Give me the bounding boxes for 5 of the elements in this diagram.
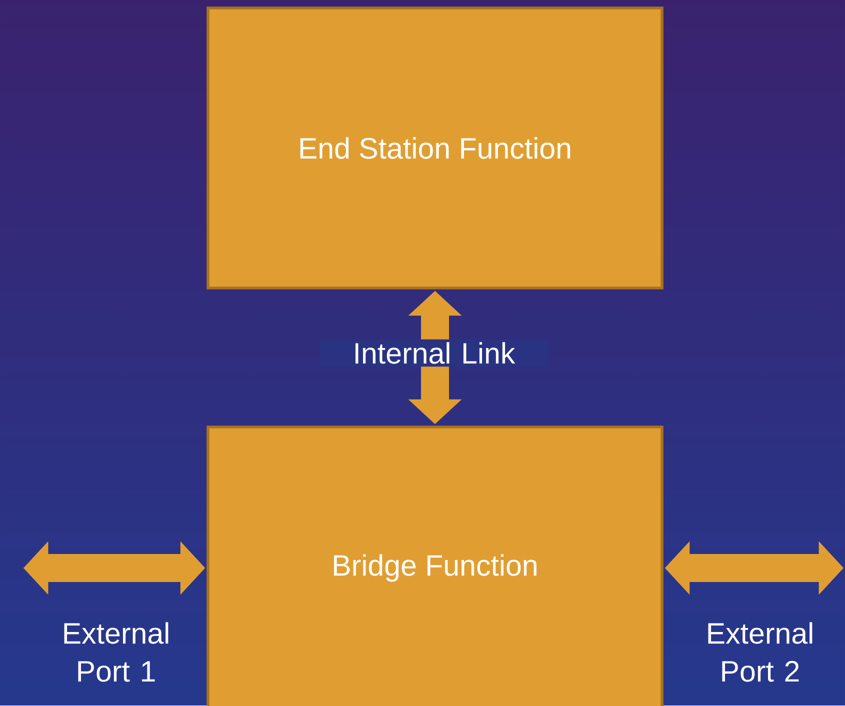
edge-label: External Port 2 xyxy=(708,622,812,682)
edge-label: External Port 1 xyxy=(64,622,168,682)
function-box: End Station Function xyxy=(206,6,664,290)
function-box: Bridge Function xyxy=(206,426,664,706)
edge-label: Internal Link xyxy=(319,339,549,367)
